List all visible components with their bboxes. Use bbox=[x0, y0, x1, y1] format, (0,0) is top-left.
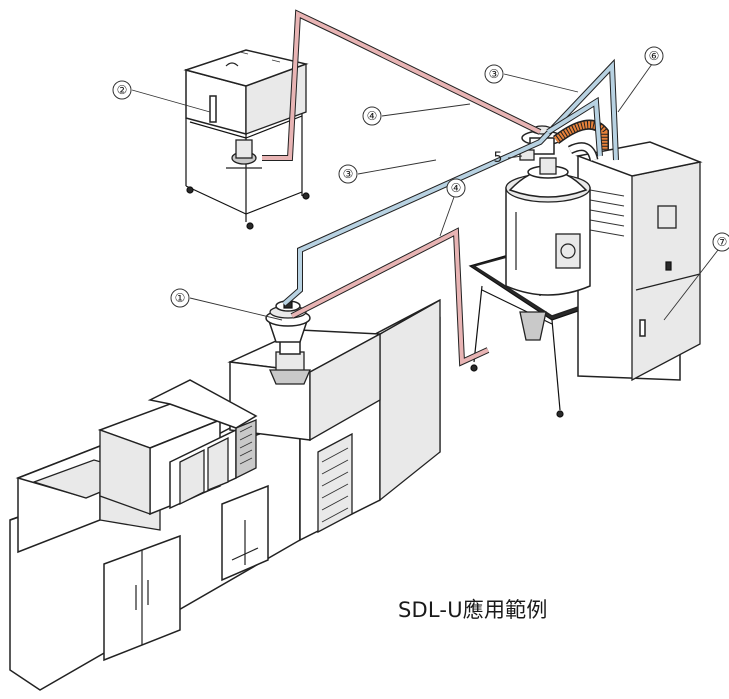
side-louvers bbox=[589, 189, 625, 237]
callout-6: ⑥ bbox=[649, 49, 660, 63]
vent-grille bbox=[317, 432, 353, 534]
callout-3-bottom: ③ bbox=[343, 167, 354, 181]
diagram-caption: SDL-U應用範例 bbox=[398, 598, 548, 622]
callout-4-top: ④ bbox=[367, 109, 378, 123]
callout-4-right: ④ bbox=[451, 181, 462, 195]
drying-hopper bbox=[505, 157, 591, 296]
injection-molding-machine bbox=[9, 298, 441, 691]
hopper-loader bbox=[265, 300, 311, 385]
callout-1: ① bbox=[175, 291, 186, 305]
callout-7: ⑦ bbox=[717, 235, 728, 249]
pipes bbox=[262, 9, 619, 367]
callout-2: ② bbox=[117, 83, 128, 97]
callout-3-top: ③ bbox=[489, 67, 500, 81]
dehumidifier-cabinet bbox=[575, 141, 703, 382]
callout-5: 5 bbox=[494, 150, 503, 166]
keypad bbox=[239, 425, 253, 465]
callouts: ① ② ③ ③ ④ ④ 5 ⑥ ⑦ bbox=[112, 46, 729, 321]
